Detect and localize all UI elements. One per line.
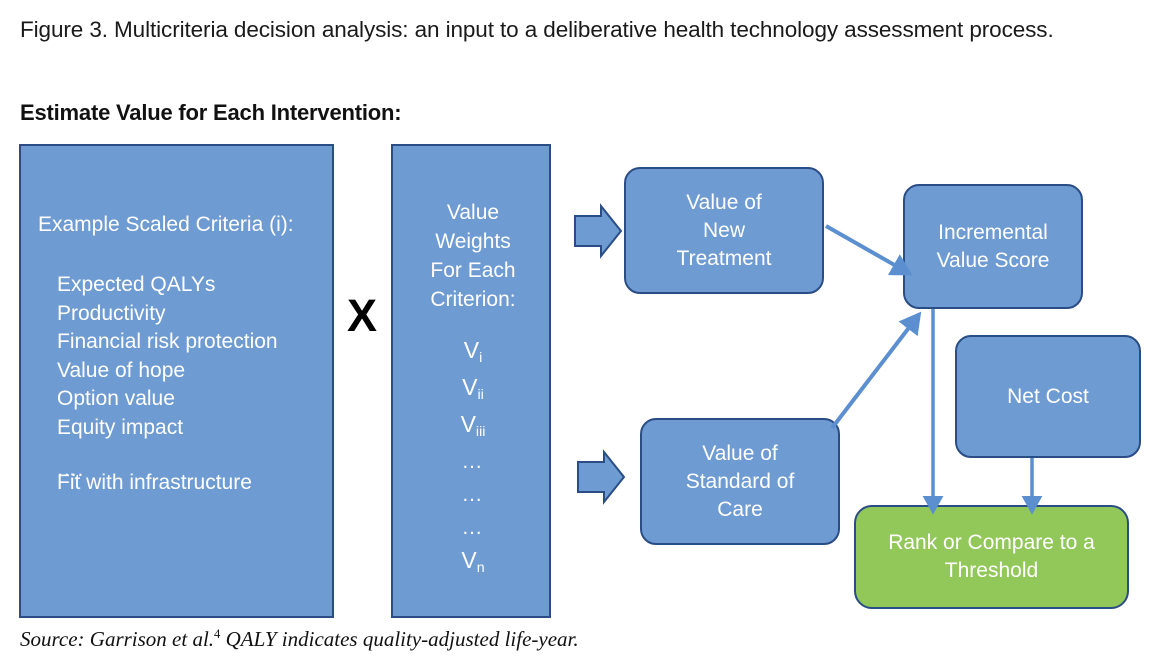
arrow-standard-care-to-incremental xyxy=(830,311,922,430)
block-arrow-to-standard-care xyxy=(577,449,626,505)
arrow-new-treatment-to-incremental xyxy=(825,224,913,276)
criteria-list: Expected QALYs Productivity Financial ri… xyxy=(57,273,278,439)
box-value-of-standard-of-care: Value of Standard of Care xyxy=(640,418,840,545)
source-reference-superscript: 4 xyxy=(214,627,221,641)
box-net-cost: Net Cost xyxy=(955,335,1141,458)
box-value-of-new-treatment: Value of New Treatment xyxy=(624,167,824,294)
source-suffix: QALY indicates quality-adjusted life-yea… xyxy=(220,627,579,651)
criteria-last-item: Fit with infrastructure xyxy=(57,471,252,494)
source-prefix: Source: Garrison et al. xyxy=(20,627,215,651)
value-weight-symbol: Viii xyxy=(460,411,486,440)
box-rank-or-compare-to-threshold: Rank or Compare to a Threshold xyxy=(854,505,1129,609)
value-weight-symbol: Vii xyxy=(462,374,484,403)
figure-caption: Figure 3. Multicriteria decision analysi… xyxy=(20,17,1054,42)
source-note: Source: Garrison et al.4 QALY indicates … xyxy=(20,627,579,652)
value-weight-symbol: Vi xyxy=(463,337,483,366)
value-weight-symbol: Vn xyxy=(461,547,485,576)
box-incremental-value-score: Incremental Value Score xyxy=(903,184,1083,309)
value-weight-symbol: … xyxy=(461,483,485,506)
value-weight-symbol: … xyxy=(461,516,485,539)
multiply-operator-symbol: X xyxy=(347,290,378,341)
block-arrow-to-new-treatment xyxy=(574,203,623,259)
criteria-ellipsis: .... xyxy=(57,458,85,481)
value-weight-symbol: … xyxy=(461,450,485,473)
criteria-panel: Example Scaled Criteria (i): Expected QA… xyxy=(19,144,334,618)
criteria-panel-title: Example Scaled Criteria (i): xyxy=(38,213,294,236)
section-heading: Estimate Value for Each Intervention: xyxy=(20,100,402,125)
value-weights-title: Value Weights For Each Criterion: xyxy=(430,201,516,311)
